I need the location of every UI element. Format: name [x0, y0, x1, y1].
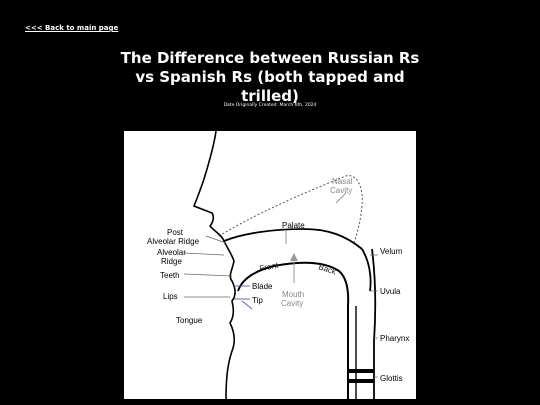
- label-mouth-cavity: Cavity: [281, 299, 303, 308]
- date-created: Date Originally Created: March 6th, 2024: [223, 103, 317, 108]
- label-uvula: Uvula: [380, 287, 401, 296]
- label-teeth: Teeth: [160, 271, 180, 280]
- label-nasal-cavity: Cavity: [330, 186, 352, 195]
- vocal-tract-svg: Post Alveolar Ridge Alveolar Ridge Teeth…: [147, 131, 409, 399]
- label-back: Back: [317, 262, 338, 276]
- mouth-cavity-arrowhead: [290, 253, 298, 261]
- label-pharynx: Pharynx: [380, 334, 409, 343]
- label-tip: Tip: [252, 296, 263, 305]
- label-post-alveolar-ridge: Alveolar Ridge: [147, 237, 200, 246]
- nasal-cavity-arrow: [335, 192, 347, 204]
- face-profile: [192, 131, 236, 399]
- label-tongue: Tongue: [176, 316, 203, 325]
- tongue-outline: [237, 261, 350, 399]
- label-alveolar: Alveolar: [157, 248, 186, 257]
- label-blade: Blade: [252, 282, 273, 291]
- label-glottis: Glottis: [380, 374, 403, 383]
- blue-pointer-lines: [234, 285, 253, 310]
- label-lips: Lips: [163, 292, 178, 301]
- pharynx-wall: [371, 248, 377, 399]
- label-mouth: Mouth: [282, 290, 304, 299]
- nasal-cavity-outline: [218, 175, 363, 244]
- label-ridge: Ridge: [161, 257, 182, 266]
- label-palate: Palate: [282, 221, 305, 230]
- velum-line: [361, 248, 372, 292]
- page-title: The Difference between Russian Rs vs Spa…: [120, 49, 420, 105]
- back-to-main-link[interactable]: <<< Back to main page: [25, 24, 119, 32]
- vocal-tract-diagram: Post Alveolar Ridge Alveolar Ridge Teeth…: [124, 131, 416, 399]
- label-front: Front: [259, 261, 280, 273]
- label-post: Post: [167, 228, 184, 237]
- glottis-shape: [348, 369, 374, 373]
- palate-line: [223, 228, 363, 250]
- pointer-lines: [183, 231, 378, 378]
- label-velum: Velum: [380, 247, 403, 256]
- glottis-shape-lower: [348, 379, 374, 383]
- label-nasal: Nasal: [332, 177, 353, 186]
